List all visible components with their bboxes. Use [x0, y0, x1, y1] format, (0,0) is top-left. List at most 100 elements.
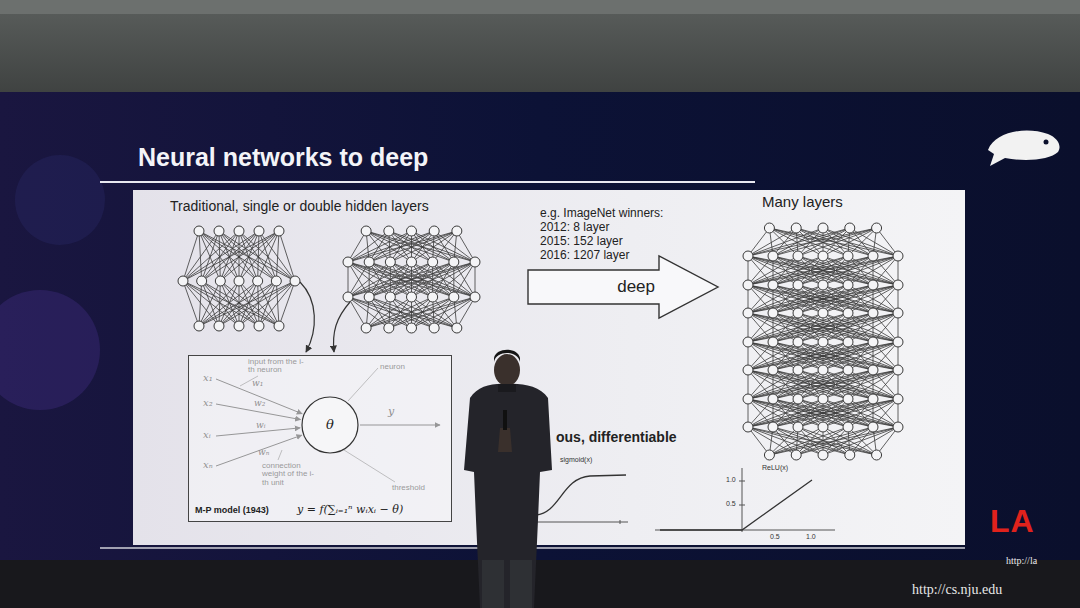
unit — [868, 308, 878, 318]
pointer-arrow — [334, 302, 350, 352]
synapse — [219, 281, 295, 326]
unit — [764, 450, 774, 460]
synapse — [873, 370, 898, 399]
unit — [194, 321, 204, 331]
synapse — [748, 399, 873, 427]
synapse — [823, 285, 898, 313]
unit — [768, 394, 778, 404]
unit — [470, 292, 480, 302]
synapse — [183, 231, 259, 281]
unit — [470, 257, 480, 267]
synapse — [259, 281, 295, 326]
unit — [893, 251, 903, 261]
synapse — [873, 256, 898, 285]
unit — [872, 223, 882, 233]
synapse — [348, 262, 454, 297]
synapse — [412, 262, 476, 297]
logo-fish — [988, 131, 1060, 166]
unit — [178, 276, 188, 286]
unit — [407, 292, 417, 302]
unit — [818, 422, 828, 432]
unit — [364, 257, 374, 267]
synapse — [412, 297, 476, 328]
unit — [429, 226, 439, 236]
synapse — [219, 231, 258, 281]
unit — [429, 323, 439, 333]
relu-curve — [660, 480, 812, 530]
unit — [197, 276, 207, 286]
unit — [253, 276, 263, 286]
slide-panel — [133, 190, 965, 545]
unit — [793, 422, 803, 432]
synapse — [202, 231, 279, 281]
unit — [893, 337, 903, 347]
model-formula: y = f(∑ᵢ₌₁ⁿ wᵢxᵢ − θ) — [297, 504, 403, 517]
unit — [872, 450, 882, 460]
unit — [452, 226, 462, 236]
unit — [214, 321, 224, 331]
unit — [818, 308, 828, 318]
unit — [274, 226, 284, 236]
unit — [791, 223, 801, 233]
synapse — [748, 399, 873, 427]
unit — [868, 394, 878, 404]
tick-label: 0.5 — [770, 533, 780, 541]
tick-label: 1.0 — [806, 533, 816, 541]
unit — [843, 251, 853, 261]
deep-arrow: deep — [527, 255, 719, 319]
synapse — [239, 231, 279, 281]
synapse — [348, 262, 454, 297]
synapse — [773, 370, 898, 399]
unit — [843, 365, 853, 375]
unit — [407, 226, 417, 236]
unit — [407, 323, 417, 333]
synapse — [390, 231, 457, 262]
synapse — [199, 281, 220, 326]
unit — [793, 394, 803, 404]
slide-title: Neural networks to deep — [138, 143, 428, 172]
unit — [893, 394, 903, 404]
glow — [15, 155, 105, 245]
unit — [234, 226, 244, 236]
unit — [791, 450, 801, 460]
unit — [843, 280, 853, 290]
logo-eye — [1044, 140, 1049, 145]
axis — [536, 522, 628, 523]
model-box: θM-P model (1943)y = f(∑ᵢ₌₁ⁿ wᵢxᵢ − θ) — [188, 355, 452, 522]
synapse — [773, 285, 898, 313]
synapse — [773, 313, 898, 342]
synapse — [279, 231, 295, 281]
section-label: Traditional, single or double hidden lay… — [170, 198, 429, 214]
synapse — [823, 342, 898, 370]
synapse — [748, 342, 873, 370]
ceiling — [0, 0, 1080, 14]
synapse — [258, 231, 279, 281]
unit — [768, 365, 778, 375]
synapse — [369, 262, 475, 297]
circle-shape — [302, 397, 358, 453]
synapse — [823, 399, 898, 427]
unit — [818, 223, 828, 233]
synapse — [773, 313, 898, 342]
sigmoid-curve — [536, 475, 626, 515]
synapse — [748, 256, 873, 285]
synapse — [220, 281, 259, 326]
unit — [385, 292, 395, 302]
tick-label: 0.5 — [726, 500, 736, 508]
unit — [449, 292, 459, 302]
unit — [343, 292, 353, 302]
unit — [384, 226, 394, 236]
synapse — [748, 256, 873, 285]
unit — [845, 223, 855, 233]
unit — [743, 394, 753, 404]
logo-text: LA — [990, 503, 1035, 540]
unit — [449, 257, 459, 267]
plot-label: ReLU(x) — [762, 464, 788, 472]
note-line: 2015: 152 layer — [540, 235, 623, 249]
unit — [893, 308, 903, 318]
synapse — [773, 285, 898, 313]
synapse — [773, 256, 898, 285]
unit — [868, 251, 878, 261]
unit — [194, 226, 204, 236]
unit — [428, 257, 438, 267]
